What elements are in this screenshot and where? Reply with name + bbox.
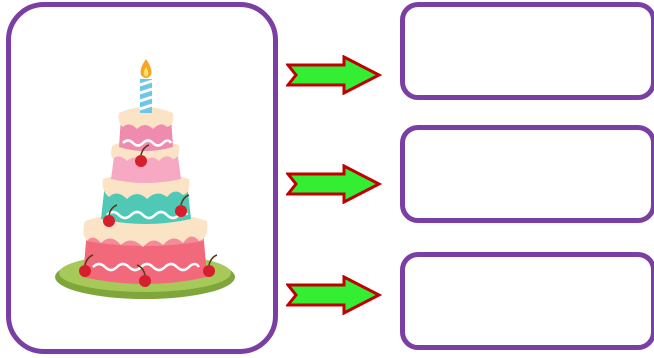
birthday-cake-icon bbox=[23, 15, 271, 351]
right-arrow-icon bbox=[286, 164, 382, 204]
answer-box-2[interactable] bbox=[400, 125, 654, 223]
answer-box-3[interactable] bbox=[400, 252, 654, 350]
right-arrow-icon bbox=[286, 55, 382, 95]
image-panel bbox=[6, 2, 278, 354]
answer-box-1[interactable] bbox=[400, 2, 654, 100]
right-arrow-icon bbox=[286, 275, 382, 315]
